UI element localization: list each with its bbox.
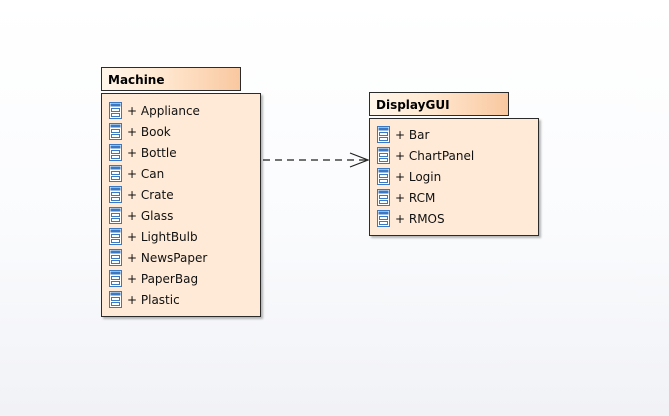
class-icon — [109, 291, 122, 308]
class-item-label: + Can — [127, 166, 165, 181]
package-display-gui[interactable]: DisplayGUI + Bar + ChartPanel + Login + RCM… — [369, 92, 541, 238]
class-item[interactable]: + PaperBag — [109, 270, 198, 287]
class-item[interactable]: + Can — [109, 165, 164, 182]
package-display-gui-title[interactable]: DisplayGUI — [369, 92, 509, 116]
class-icon — [109, 102, 122, 119]
class-icon — [377, 210, 390, 227]
class-icon — [109, 270, 122, 287]
class-item[interactable]: + Crate — [109, 186, 174, 203]
class-item-label: + ChartPanel — [395, 148, 475, 163]
class-item-label: + RCM — [395, 190, 436, 205]
class-item-label: + RMOS — [395, 211, 445, 226]
class-item-label: + Crate — [127, 187, 174, 202]
class-item[interactable]: + Book — [109, 123, 171, 140]
class-icon — [109, 165, 122, 182]
class-icon — [377, 147, 390, 164]
class-item-label: + LightBulb — [127, 229, 198, 244]
package-machine[interactable]: Machine + Appliance+ Book+ Bottle+ Can+ … — [101, 67, 263, 319]
class-item[interactable]: + ChartPanel — [377, 147, 474, 164]
package-display-gui-body[interactable]: + Bar + ChartPanel + Login + RCM + RMOS — [369, 118, 539, 236]
class-item-label: + Login — [395, 169, 442, 184]
class-item[interactable]: + Glass — [109, 207, 173, 224]
class-icon — [109, 207, 122, 224]
class-item-label: + Bottle — [127, 145, 177, 160]
class-item[interactable]: + Bottle — [109, 144, 177, 161]
dependency-arrowhead — [349, 152, 370, 168]
class-item-label: + Bar — [395, 127, 430, 142]
class-icon — [109, 228, 122, 245]
class-icon — [109, 186, 122, 203]
class-icon — [377, 168, 390, 185]
class-item-label: + Glass — [127, 208, 174, 223]
class-item-label: + PaperBag — [127, 271, 199, 286]
class-item[interactable]: + NewsPaper — [109, 249, 207, 266]
package-machine-body[interactable]: + Appliance + Book + Bottle + Can + Crate + G… — [101, 93, 261, 317]
class-item[interactable]: + Appliance — [109, 102, 200, 119]
class-icon — [377, 189, 390, 206]
class-item-label: + Plastic — [127, 292, 180, 307]
class-item[interactable]: + Bar — [377, 126, 429, 143]
class-item[interactable]: + LightBulb — [109, 228, 198, 245]
class-item[interactable]: + RMOS — [377, 210, 445, 227]
class-item-label: + Book — [127, 124, 171, 139]
class-icon — [109, 249, 122, 266]
class-icon — [377, 126, 390, 143]
class-item-label: + NewsPaper — [127, 250, 208, 265]
class-icon — [109, 123, 122, 140]
class-item[interactable]: + RCM — [377, 189, 435, 206]
class-icon — [109, 144, 122, 161]
class-item[interactable]: + Plastic — [109, 291, 180, 308]
class-item[interactable]: + Login — [377, 168, 441, 185]
package-machine-title[interactable]: Machine — [101, 67, 241, 91]
class-item-label: + Appliance — [127, 103, 200, 118]
